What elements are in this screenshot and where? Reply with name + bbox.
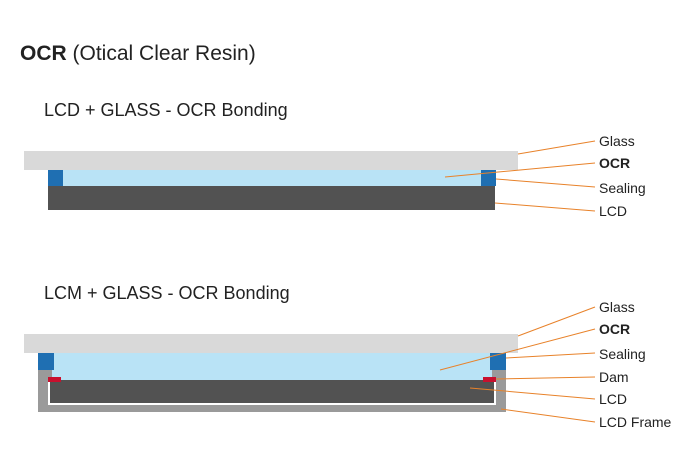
d2-leader-dam [495,376,596,380]
d1-label-glass: Glass [599,133,635,149]
d1-leader-glass [517,140,596,155]
d1-leader-ocr [444,162,596,178]
d1-label-sealing: Sealing [599,180,646,196]
d2-dam-left [48,377,61,382]
d1-label-ocr: OCR [599,155,631,171]
d2-sealing-right [490,353,506,370]
d1-leader-lcd [494,202,596,212]
d2-leader-ocr [439,328,596,371]
d1-lcd-layer [48,186,495,210]
d1-sealing-right [481,170,496,186]
diagram-1 [24,140,596,212]
d2-label-glass: Glass [599,299,635,315]
title-rest: (Otical Clear Resin) [72,42,256,65]
diagram-2-heading: LCM + GLASS - OCR Bonding [44,283,290,303]
d2-frame-left-wall [38,370,48,412]
d1-sealing-left [48,170,63,186]
page-title: OCR (Otical Clear Resin) [20,42,256,66]
d2-leader-lcd [469,387,596,400]
d2-frame-right-lip [481,370,506,377]
d1-label-lcd: LCD [599,203,628,219]
d2-frame-bottom [38,405,506,412]
d1-ocr-layer [63,170,481,186]
d2-label-dam: Dam [599,369,629,385]
d2-lcd-layer [50,380,494,403]
d2-label-sealing: Sealing [599,346,646,362]
d2-label-ocr: OCR [599,321,631,337]
d2-glass-layer [24,334,518,353]
d2-leader-lcd-frame [500,408,596,423]
d2-label-lcd: LCD [599,391,628,407]
diagram-1-heading: LCD + GLASS - OCR Bonding [44,100,288,120]
title-bold: OCR [20,42,67,65]
d1-glass-layer [24,151,518,170]
d2-leader-glass [517,306,596,337]
d2-ocr-layer [52,353,492,380]
d2-frame-left-lip [38,370,63,377]
d2-leader-sealing [505,352,596,359]
d2-dam-right [483,377,496,382]
d2-sealing-left [38,353,54,370]
diagram-2 [24,306,596,423]
d1-leader-sealing [495,178,596,188]
d2-label-lcd-frame: LCD Frame [599,414,672,430]
